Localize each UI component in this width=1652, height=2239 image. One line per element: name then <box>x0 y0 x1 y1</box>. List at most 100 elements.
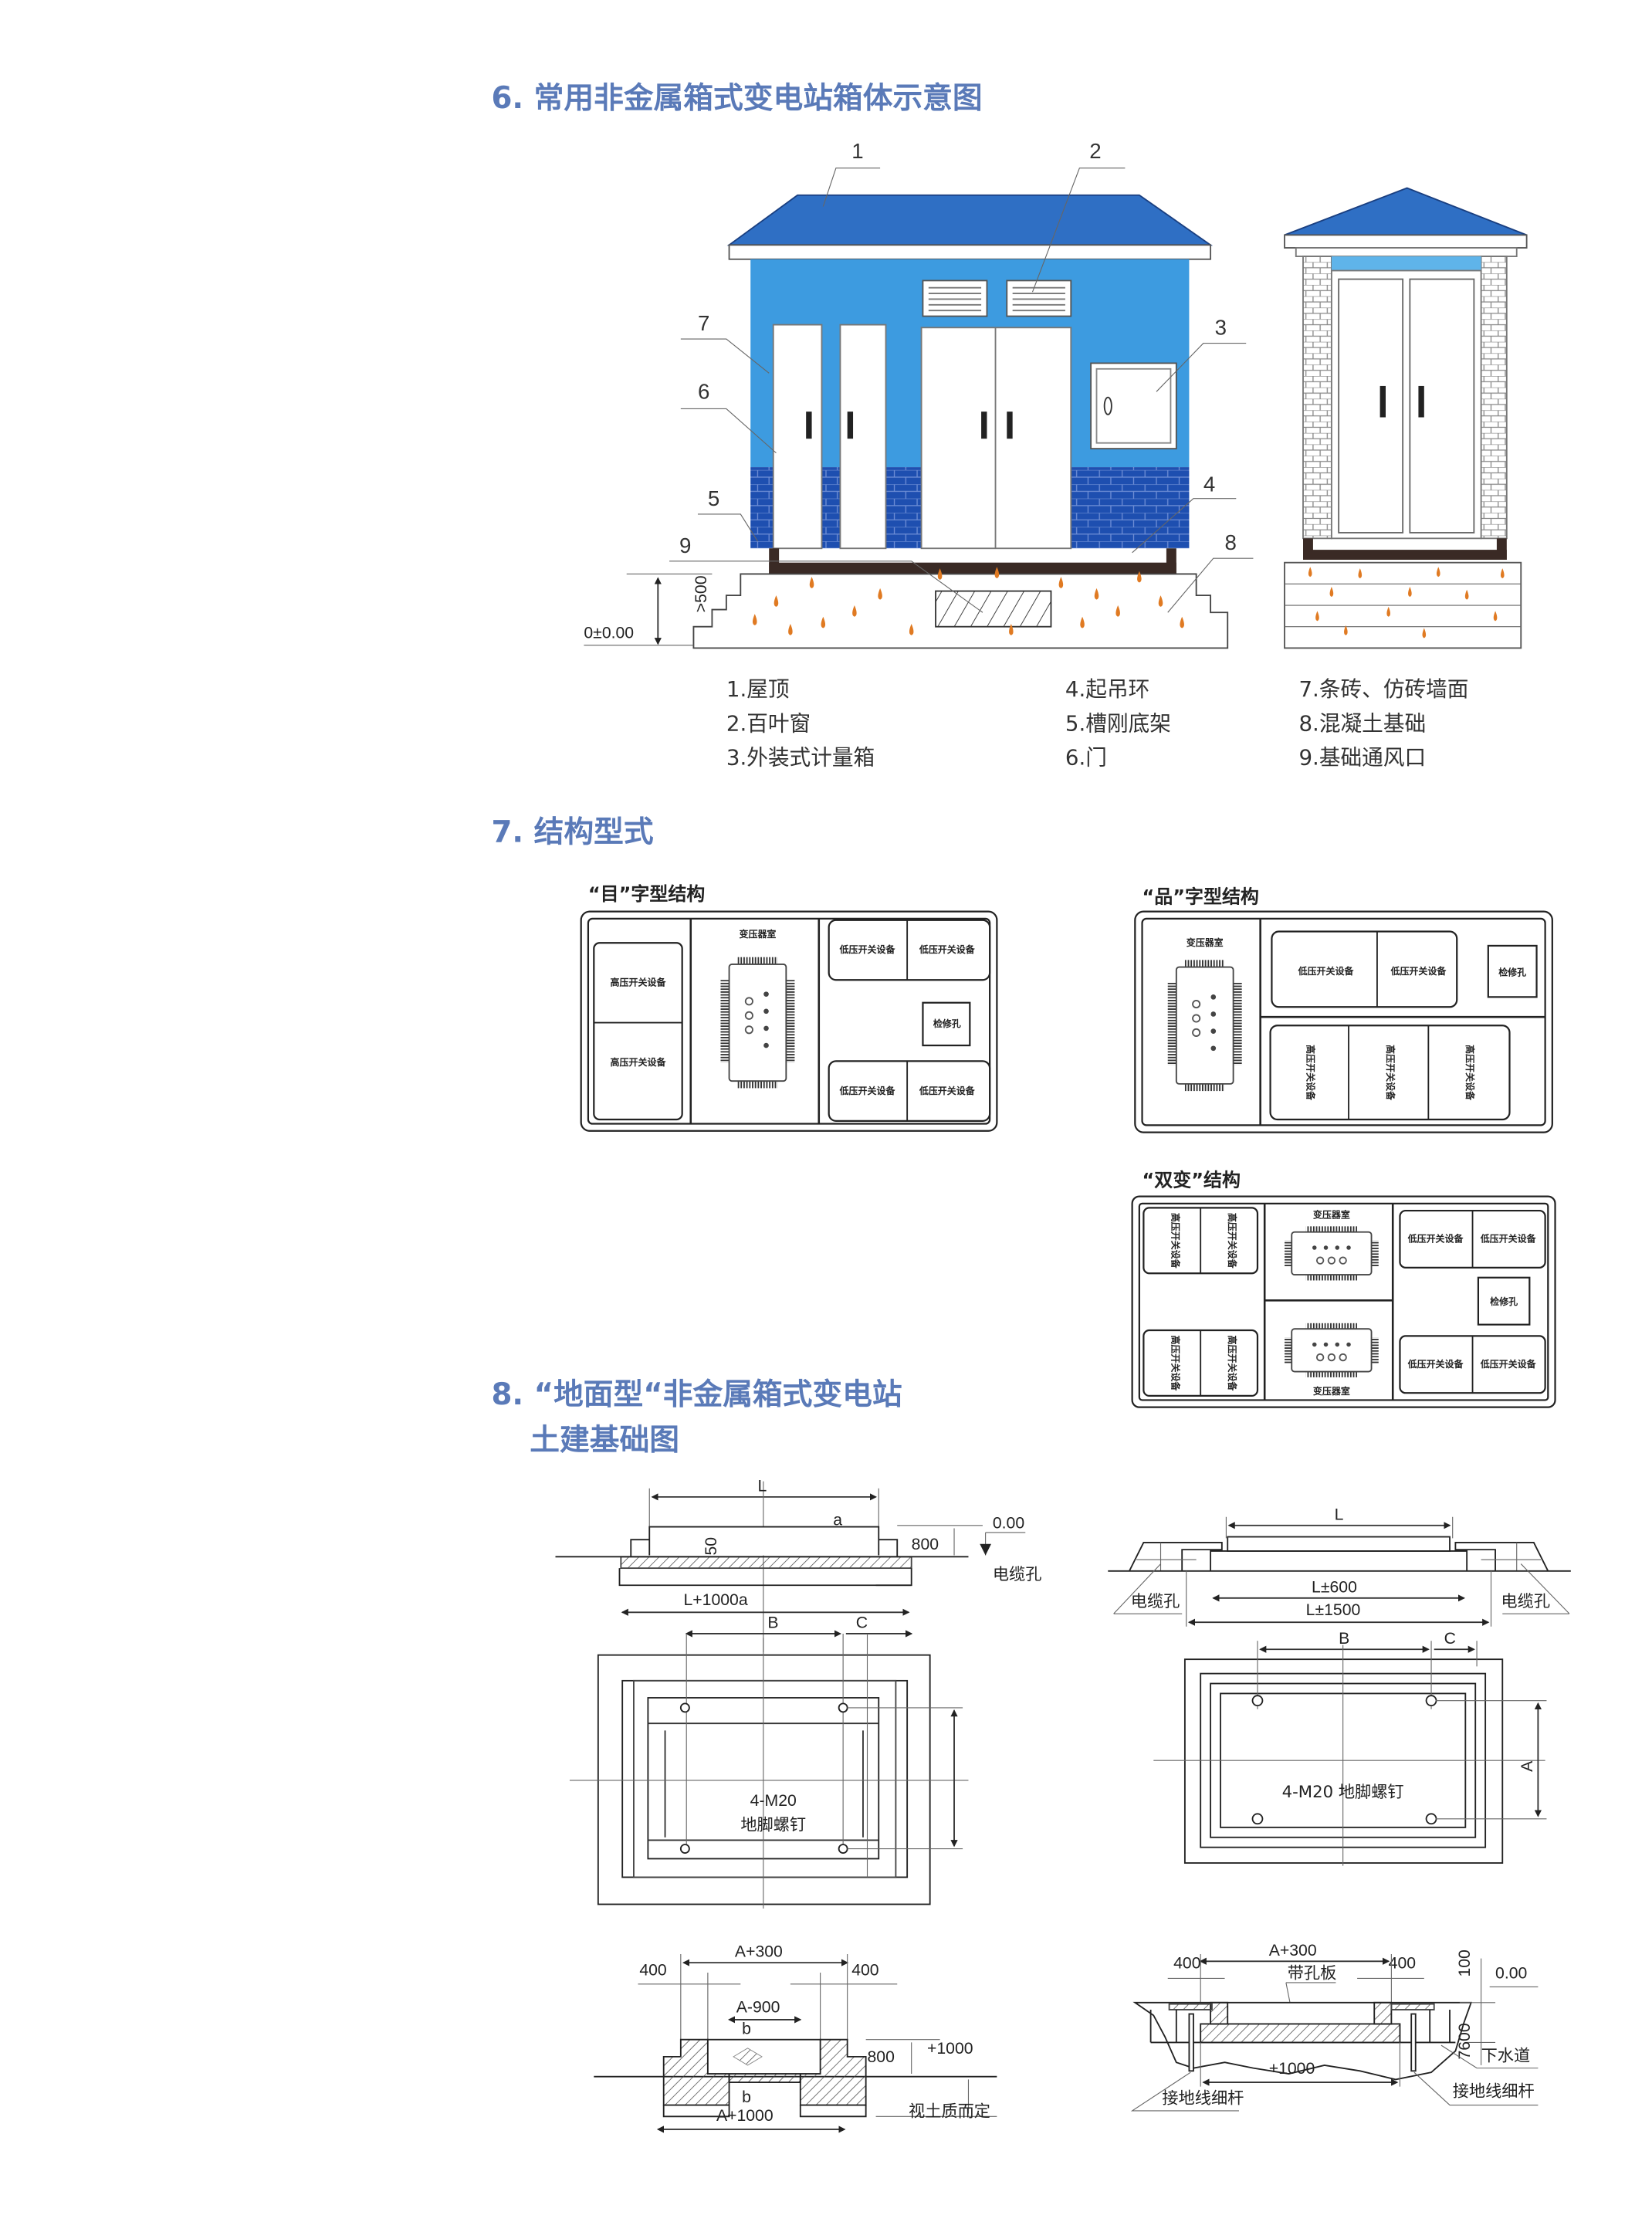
lv-label: 低压开关设备 <box>1407 1358 1464 1370</box>
drawing-line <box>1295 247 1518 257</box>
anchor-bolt <box>1251 1695 1264 1707</box>
soil-note: 视土质而定 <box>909 2102 990 2121</box>
drawing-line <box>744 1011 753 1020</box>
dim-A: A <box>1518 1760 1536 1772</box>
aggregate-mark <box>1315 611 1319 622</box>
hv-label: 高压开关设备 <box>611 1056 667 1068</box>
drawing-line <box>1459 1958 1496 2065</box>
inspection-label: 检修孔 <box>1498 967 1526 978</box>
level-0: 0.00 <box>993 1514 1024 1532</box>
drawing-line <box>728 963 787 1082</box>
aggregate-mark <box>1115 605 1120 617</box>
legend-item: 9.基础通风口 <box>1298 745 1426 771</box>
legend-item: 3.外装式计量箱 <box>726 745 875 771</box>
drawing-line <box>1390 2003 1435 2010</box>
drawing-line <box>744 997 753 1006</box>
aggregate-mark <box>909 624 914 635</box>
aggregate-mark <box>1308 567 1312 578</box>
inspection-hole <box>1487 944 1538 998</box>
drawing-line <box>1192 1014 1201 1023</box>
lv-switchgear <box>828 919 991 981</box>
drawing-line <box>1168 2003 1213 2010</box>
drawing-line <box>763 1025 769 1031</box>
dual-transformer-diagram: “双变”结构 高压开关设备 高压开关设备 高压开关设备 高压开关设备 变压器室 … <box>1131 1170 1556 1408</box>
drawing-line <box>1149 2009 1456 2044</box>
door-handle <box>1418 385 1424 418</box>
dim-plus1000: +1000 <box>927 2040 973 2058</box>
drawing-line <box>1285 583 1522 628</box>
legend-item: 6.门 <box>1065 745 1107 771</box>
drain-label: 下水道 <box>1481 2046 1531 2065</box>
hv-label: 高压开关设备 <box>1305 1045 1317 1101</box>
aggregate-mark <box>1493 611 1498 622</box>
louver-left <box>922 279 988 317</box>
inspection-hole <box>922 1001 971 1047</box>
dim-B: B <box>1339 1630 1349 1648</box>
drawing-line <box>1346 1342 1351 1347</box>
legend-item: 5.槽刚底架 <box>1065 710 1171 736</box>
drawing-line <box>1031 168 1126 293</box>
bolt-spec: 4-M20 <box>750 1792 797 1810</box>
level-0: 0.00 <box>1495 1964 1527 1982</box>
drawing-line <box>737 1081 778 1089</box>
pin-structure-diagram: “品”字型结构 变压器室 低压开关设备 低压开关设备 检修孔 高压开关设备 高压… <box>1134 886 1553 1133</box>
aggregate-marks <box>752 567 1184 635</box>
drawing-line <box>728 2073 801 2083</box>
transformer-icon <box>1167 960 1242 1092</box>
drawing-line <box>569 1633 969 1909</box>
drawing-line <box>1012 286 1065 312</box>
dim-400: 400 <box>639 1962 666 1980</box>
lv-label: 低压开关设备 <box>1390 965 1447 977</box>
left-foundation-plan: B C 4-M20 地脚螺钉 <box>569 1614 969 1909</box>
drawing-line <box>1103 396 1112 415</box>
drawing-line <box>1315 1256 1325 1265</box>
aggregate-mark <box>937 568 943 580</box>
door-handle <box>806 412 812 439</box>
drawing-line <box>1167 1954 1424 2003</box>
dim-800: 800 <box>867 2048 894 2066</box>
hv-label: 高压开关设备 <box>1227 1213 1238 1269</box>
transformer-icon <box>720 957 795 1089</box>
cable-hole-label: 电缆孔 <box>1501 1592 1550 1611</box>
drawing-line <box>633 1679 897 1878</box>
dim-L1000a: L+1000a <box>684 1591 748 1609</box>
drawing-line <box>1175 966 1234 1085</box>
door-handle <box>981 412 987 439</box>
aggregate-mark <box>821 616 826 628</box>
dim-800: 800 <box>912 1536 939 1553</box>
dim-400: 400 <box>851 1962 878 1980</box>
dual-structure-label: “双变”结构 <box>1143 1170 1241 1191</box>
drawing-line <box>1371 1337 1379 1363</box>
transformer-room-label: 变压器室 <box>1187 937 1224 948</box>
drawing-line <box>1335 1245 1340 1250</box>
aggregate-mark <box>788 624 793 635</box>
left-foundation-section: L a 50 800 0.00 电缆孔 L+1000a <box>555 1477 1041 1652</box>
aggregate-mark <box>1058 577 1064 588</box>
dim-50: 50 <box>702 1537 720 1556</box>
ground-rod-label: 接地线细杆 <box>1162 2089 1244 2109</box>
transformer-room-label: 变压器室 <box>739 928 776 940</box>
drawing-line <box>1210 1045 1217 1052</box>
height-dimension: 0±0.00 >500 <box>584 573 713 646</box>
drawing-line <box>928 286 982 312</box>
callout-1: 1 <box>851 139 863 163</box>
legend-item: 4.起吊环 <box>1065 676 1149 702</box>
drawing-line <box>1303 550 1507 560</box>
drawing-line <box>720 980 730 1063</box>
drawing-line <box>1339 1353 1347 1362</box>
bolt-spec: 4-M20 地脚螺钉 <box>1282 1783 1404 1802</box>
hv-switchgear <box>593 942 683 1121</box>
callout-4: 4 <box>1203 472 1215 496</box>
right-trench-section: A+300 400 400 带孔板 100 0.00 7600 下水道 +100… <box>1130 1942 1539 2112</box>
drawing-line <box>737 957 778 964</box>
legend-item: 2.百叶窗 <box>726 710 811 736</box>
inspection-label: 检修孔 <box>1490 1296 1518 1307</box>
drawing-line <box>597 1654 931 1905</box>
door-left-1 <box>772 323 823 550</box>
aggregate-mark <box>1344 625 1348 635</box>
eave <box>728 244 1212 260</box>
drawing-line <box>865 2039 997 2117</box>
aggregate-mark <box>1329 587 1334 597</box>
drawing-line <box>1348 1025 1430 1120</box>
anchor-bolt <box>1251 1813 1264 1825</box>
